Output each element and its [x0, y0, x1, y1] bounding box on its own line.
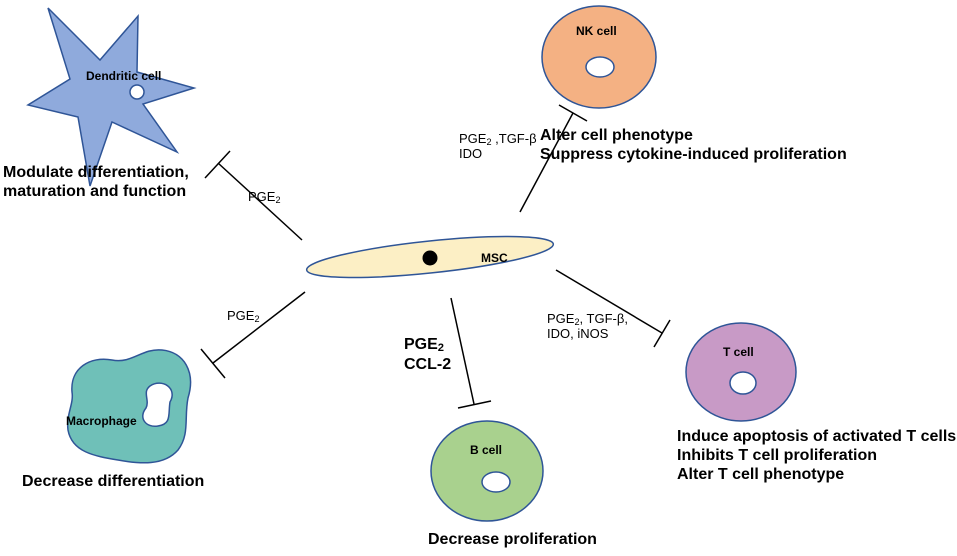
mediator-tcell-line1: PGE2, TGF-β,: [547, 311, 628, 327]
nk-cell-label: NK cell: [576, 24, 617, 38]
arrow-msc-to-nk: [519, 104, 588, 213]
outcome-dendritic-line: Modulate differentiation,: [3, 164, 189, 181]
outcome-nk-line: Alter cell phenotype: [540, 127, 693, 144]
mediator-macrophage-sub: 2: [254, 314, 260, 324]
outcome-tcell-line: Induce apoptosis of activated T cells: [677, 428, 957, 445]
b-cell-label: B cell: [470, 443, 503, 457]
outcome-nk: Alter cell phenotype Suppress cytokine-i…: [540, 126, 847, 164]
t-cell-label: T cell: [723, 345, 754, 359]
mediator-bcell-sub: 2: [437, 342, 445, 354]
msc-cell: [305, 235, 555, 279]
dendritic-cell-body: [26, 7, 197, 187]
mediator-bcell-line2: CCL-2: [404, 356, 452, 373]
outcome-tcell-line: Inhibits T cell proliferation: [677, 447, 878, 464]
mediator-macrophage-base: PGE: [227, 308, 255, 323]
mediator-tcell-rest: , TGF-β,: [579, 311, 628, 326]
macrophage-body: [66, 349, 192, 464]
outcome-dendritic: Modulate differentiation, maturation and…: [3, 163, 189, 201]
mediator-nk-line2: IDO: [459, 146, 483, 161]
mediator-macrophage: PGE2: [227, 308, 260, 324]
mediator-dendritic: PGE2: [248, 189, 281, 205]
outcome-bcell: Decrease proliferation: [428, 530, 597, 549]
macrophage-cell: [66, 349, 192, 464]
arrow-msc-to-bcell: [450, 297, 492, 409]
macrophage-nucleus: [142, 382, 173, 427]
mediator-nk-line1: PGE2 ,TGF-β: [459, 131, 537, 147]
msc-nucleus: [422, 250, 438, 266]
mediator-bcell: PGE2 CCL-2: [404, 335, 451, 375]
macrophage-label: Macrophage: [66, 414, 137, 428]
outcome-nk-line: Suppress cytokine-induced proliferation: [540, 146, 847, 163]
mediator-tcell-sub: 2: [574, 317, 580, 327]
mediator-nk: PGE2 ,TGF-β IDO: [459, 131, 537, 161]
mediator-bcell-base: PGE: [404, 336, 438, 353]
outcome-macrophage-line: Decrease differentiation: [22, 473, 205, 490]
mediator-dendritic-base: PGE: [248, 189, 276, 204]
arrow-msc-to-tcell: [555, 269, 671, 348]
b-cell: [430, 420, 544, 522]
outcome-macrophage: Decrease differentiation: [22, 472, 204, 491]
outcome-tcell: Induce apoptosis of activated T cells In…: [677, 427, 956, 484]
mediator-tcell-line2: IDO, iNOS: [547, 326, 609, 341]
dendritic-cell-label: Dendritic cell: [86, 69, 162, 83]
mediator-bcell-line1: PGE2: [404, 335, 451, 355]
mediator-dendritic-sub: 2: [275, 195, 281, 205]
mediator-tcell-base: PGE: [547, 311, 575, 326]
mediator-nk-sub: 2: [486, 137, 492, 147]
outcome-bcell-line: Decrease proliferation: [428, 531, 597, 548]
outcome-tcell-line: Alter T cell phenotype: [677, 466, 845, 483]
t-cell-nucleus: [729, 371, 757, 395]
msc-label: MSC: [481, 251, 508, 265]
arrow-msc-to-macrophage: [200, 291, 306, 379]
b-cell-body: [430, 420, 544, 522]
outcome-dendritic-line: maturation and function: [3, 183, 187, 200]
mediator-nk-rest: ,TGF-β: [491, 131, 537, 146]
mediator-tcell: PGE2, TGF-β, IDO, iNOS: [547, 311, 628, 341]
t-cell: [685, 322, 797, 422]
dendritic-cell: [26, 7, 197, 187]
dendritic-cell-nucleus: [129, 84, 145, 100]
nk-cell-nucleus: [585, 56, 615, 78]
inhibition-arrows: [200, 104, 671, 409]
nk-cell: [541, 5, 657, 109]
mediator-nk-base: PGE: [459, 131, 487, 146]
arrow-msc-to-dendritic: [204, 150, 303, 241]
b-cell-nucleus: [481, 471, 511, 493]
